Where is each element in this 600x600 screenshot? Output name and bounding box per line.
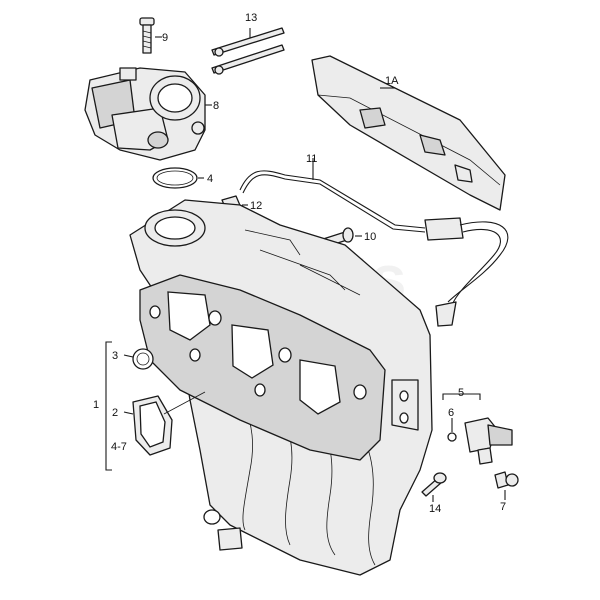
callout-4-7: 4-7 — [111, 441, 127, 453]
vacuum-hose-11 — [239, 158, 509, 327]
screw-9 — [139, 17, 162, 54]
gasket-2 — [123, 391, 206, 456]
callout-9: 9 — [162, 32, 168, 44]
callout-8: 8 — [213, 100, 219, 112]
intake-manifold — [129, 199, 433, 576]
callout-10: 10 — [364, 231, 376, 243]
callout-2: 2 — [112, 407, 118, 419]
screw-7 — [494, 471, 519, 500]
callout-3: 3 — [112, 350, 118, 362]
cable-ties-13 — [211, 27, 285, 75]
sensor-5 — [442, 393, 513, 465]
callout-11: 11 — [306, 153, 317, 165]
gasket-4 — [152, 167, 204, 189]
callout-7: 7 — [500, 501, 506, 513]
throttle-body — [84, 67, 212, 161]
callout-13: 13 — [245, 12, 257, 24]
callout-1: 1 — [93, 399, 99, 411]
gasket-3 — [123, 348, 154, 370]
callout-1A: 1A — [385, 75, 399, 87]
bracket-1 — [105, 341, 112, 471]
screw-14 — [421, 472, 447, 502]
callout-5: 5 — [458, 387, 464, 399]
callout-14: 14 — [429, 503, 441, 515]
bolt-10 — [319, 227, 362, 249]
cover-1A — [311, 55, 506, 211]
callout-6: 6 — [448, 407, 454, 419]
callout-12: 12 — [250, 200, 262, 212]
callout-4: 4 — [207, 173, 213, 185]
